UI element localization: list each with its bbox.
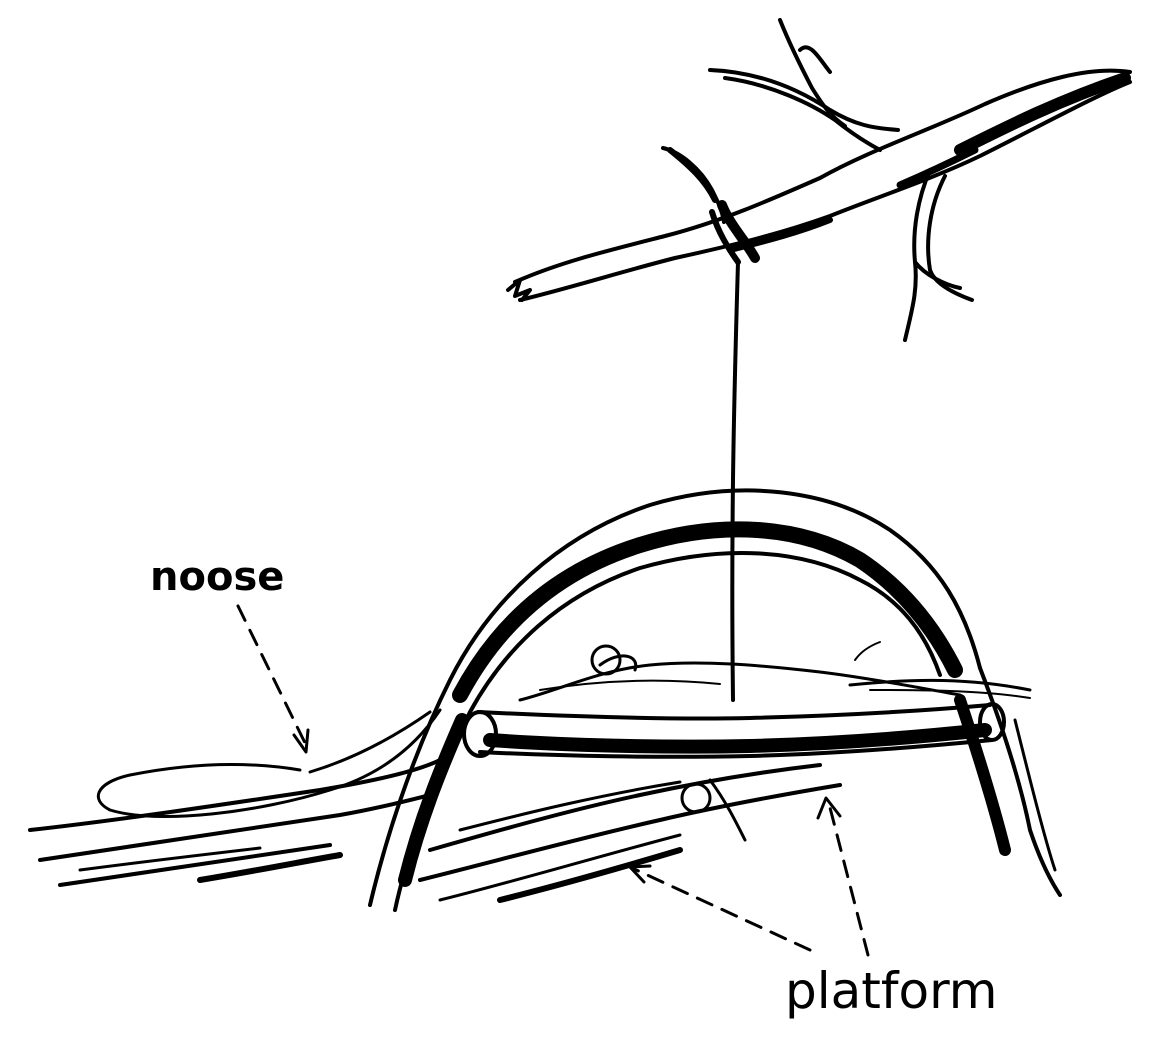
bent-arch (370, 490, 1060, 910)
platform-arrow-left (630, 866, 810, 950)
noose-loop (98, 710, 440, 816)
platform-arrow-right (818, 798, 868, 955)
hanging-cord (732, 262, 738, 700)
platform-sticks (30, 642, 1030, 900)
noose-label: noose (150, 554, 284, 600)
platform-label: platform (785, 962, 997, 1020)
noose-arrow (238, 606, 308, 752)
tree-branch (508, 20, 1130, 340)
